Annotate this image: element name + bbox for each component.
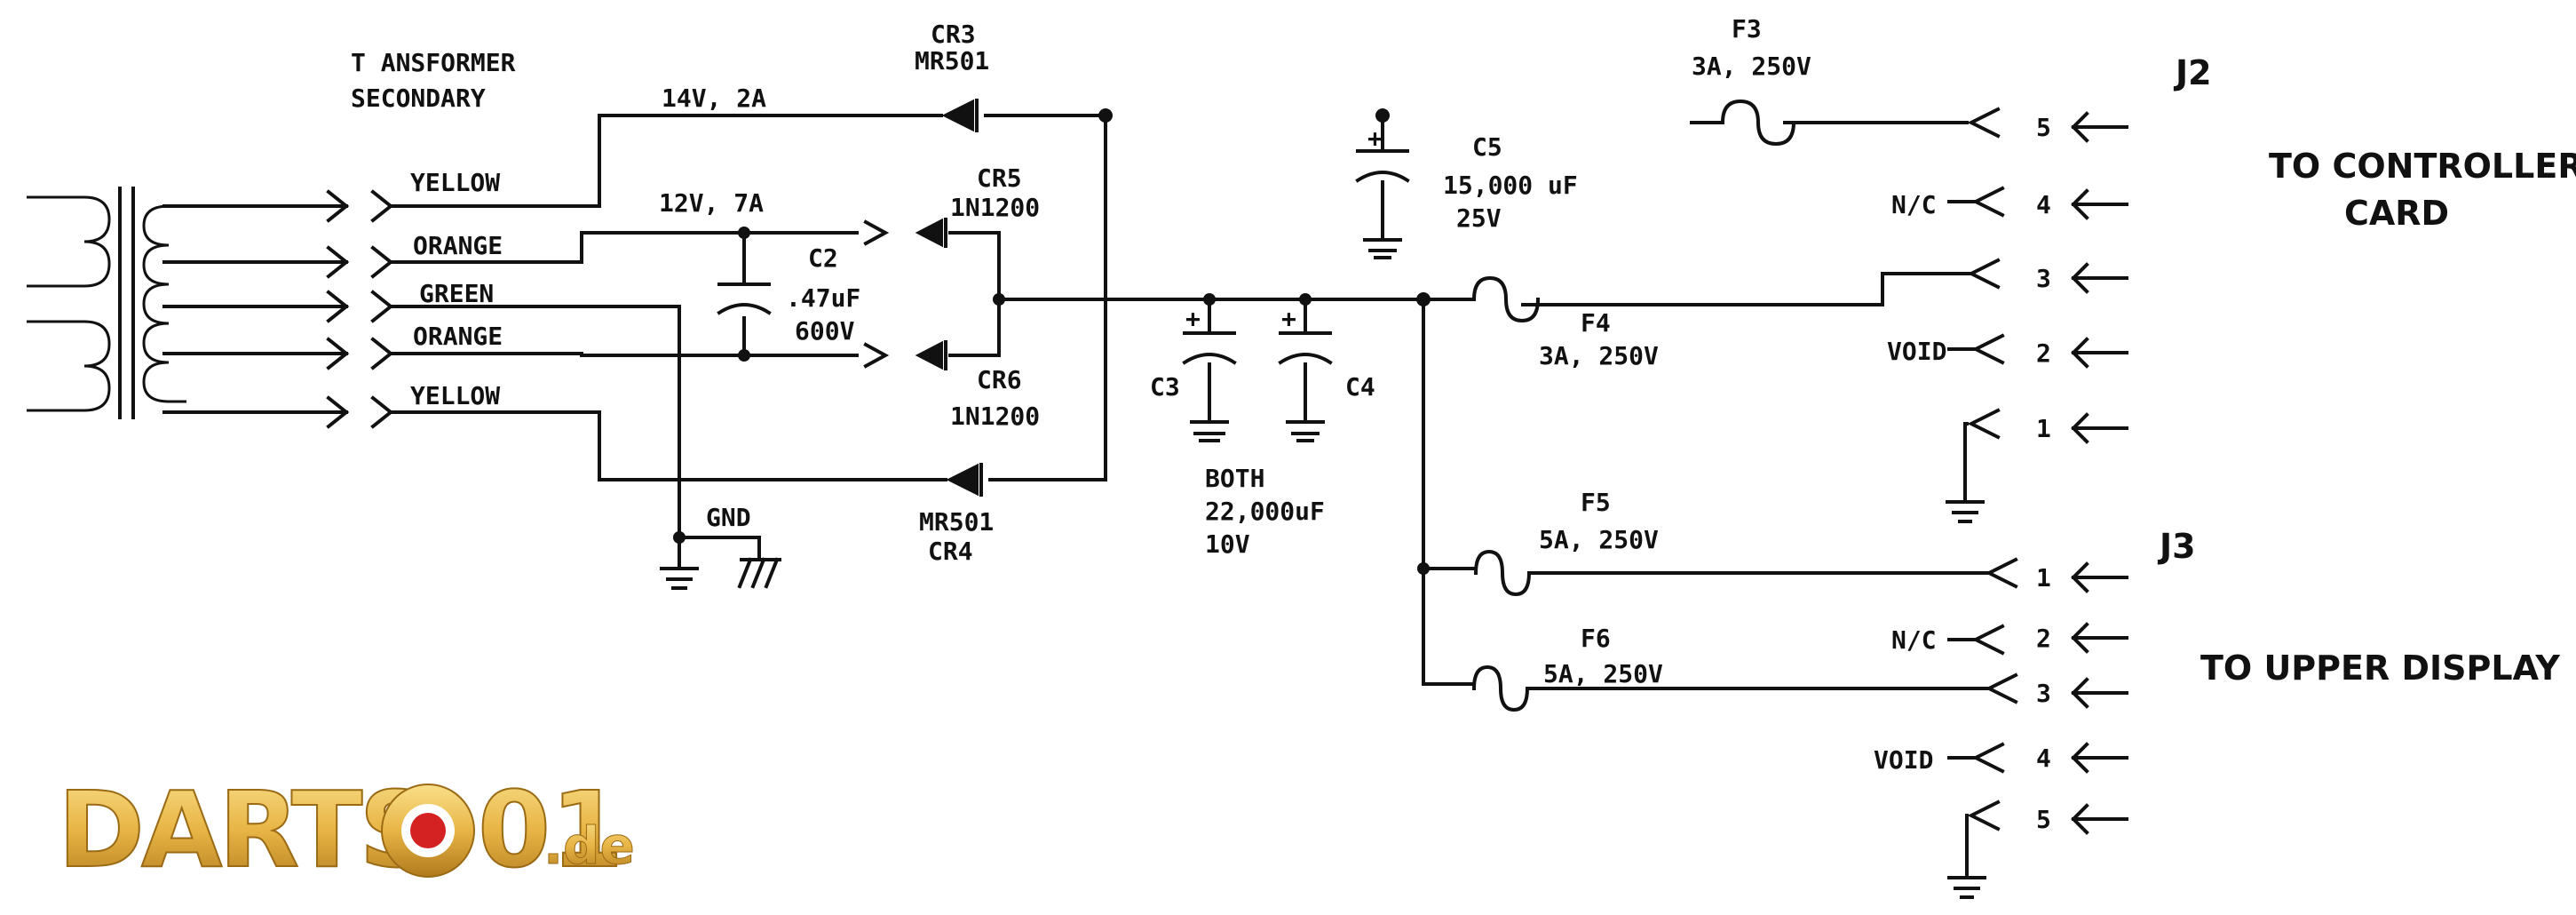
transformer-subtitle: SECONDARY [351,84,486,113]
c5-voltage: 25V [1456,203,1502,233]
junction-node [738,349,750,362]
rail-label-12v: 12V, 7A [659,188,764,218]
junction-node [1299,293,1312,306]
j3-name: J3 [2157,527,2196,566]
j2-pin: 1 [2036,414,2051,443]
junction-node [1416,292,1431,306]
connector-j3 [1947,557,2128,835]
diode-cr6 [863,340,947,370]
f5-ref: F5 [1581,488,1611,517]
j2-void-label: VOID [1887,337,1946,366]
fuse-f4 [1471,275,1541,323]
c5-ref: C5 [1472,132,1502,162]
cr5-part: 1N1200 [950,193,1040,222]
junction-node [993,293,1005,306]
j2-name: J2 [2173,53,2212,92]
f5-rating: 5A, 250V [1539,525,1659,554]
cr4-part: MR501 [919,507,994,537]
j3-pin: 1 [2036,563,2051,593]
j2-pin: 3 [2036,264,2051,293]
wire-label-yellow-bottom: YELLOW [410,381,500,410]
junction-node [1098,108,1113,123]
c3c4-voltage: 10V [1205,529,1250,559]
capacitor-c4 [1278,331,1333,442]
c3-ref: C3 [1150,372,1180,402]
j3-pin: 4 [2036,744,2051,773]
j2-destination-line1: TO CONTROLLER [2269,147,2576,186]
j2-nc-label: N/C [1891,190,1937,219]
c2-value: .47uF [786,283,860,313]
capacitor-c2 [717,282,772,315]
f6-ref: F6 [1581,624,1611,653]
j2-pin: 4 [2036,190,2051,219]
diode-cr5 [863,218,947,248]
wire-label-orange-bottom: ORANGE [413,322,503,351]
f4-rating: 3A, 250V [1539,341,1659,370]
logo-bullseye-icon [410,813,446,848]
junction-node [1417,562,1430,575]
c4-ref: C4 [1345,372,1375,402]
transformer [27,187,394,429]
f6-rating: 5A, 250V [1543,659,1663,688]
fuse-f6 [1471,664,1530,712]
c3-plus: + [1185,304,1201,333]
capacitor-c5 [1355,149,1410,259]
c3c4-value: 22,000uF [1205,497,1325,526]
circuit-wiring [389,114,1991,879]
connector-j2 [1947,107,2128,444]
junction-node [1203,293,1216,306]
transformer-title: T ANSFORMER [351,48,516,77]
logo-tld: .de [543,816,635,876]
j2-destination-line2: CARD [2344,194,2449,233]
j2-pin: 2 [2036,338,2051,368]
j3-pin: 2 [2036,624,2051,653]
j3-nc-label: N/C [1891,625,1937,655]
j3-void-label: VOID [1874,745,1933,775]
fuse-f5 [1473,549,1532,597]
diode-cr4 [946,463,983,497]
fuse-f3 [1690,99,1796,147]
j3-pin: 5 [2036,805,2051,834]
junction-node [1375,108,1390,123]
gnd-label: GND [706,503,751,532]
c5-plus: + [1367,123,1383,153]
j3-destination: TO UPPER DISPLAY [2200,648,2560,688]
watermark-logo: DARTS 01 .de [57,768,635,892]
c5-value: 15,000 uF [1443,171,1578,200]
cr3-part: MR501 [915,46,989,76]
cr4-ref: CR4 [928,537,973,566]
junction-node [673,531,686,544]
c3c4-note: BOTH [1205,464,1264,493]
logo-number: 01 [478,768,623,891]
diode-cr3 [941,99,979,132]
j3-pin: 3 [2036,679,2051,708]
c2-ref: C2 [808,243,838,273]
capacitor-c3 [1182,331,1237,442]
rail-label-14v: 14V, 2A [662,84,766,113]
logo-wordmark-darts: DARTS [58,768,431,891]
j2-pin: 5 [2036,113,2051,142]
f3-ref: F3 [1732,14,1762,44]
ground-symbols [660,500,1986,899]
junction-node [738,227,750,239]
wire-label-yellow-top: YELLOW [410,168,500,197]
f3-rating: 3A, 250V [1692,52,1811,81]
cr5-ref: CR5 [977,163,1022,193]
f4-ref: F4 [1581,308,1611,338]
cr6-part: 1N1200 [950,402,1040,431]
c4-plus: + [1281,304,1296,333]
wire-label-green: GREEN [419,279,494,308]
c2-voltage: 600V [795,316,855,346]
cr6-ref: CR6 [977,365,1022,394]
cr3-ref: CR3 [931,20,976,49]
wire-label-orange-top: ORANGE [413,231,503,260]
